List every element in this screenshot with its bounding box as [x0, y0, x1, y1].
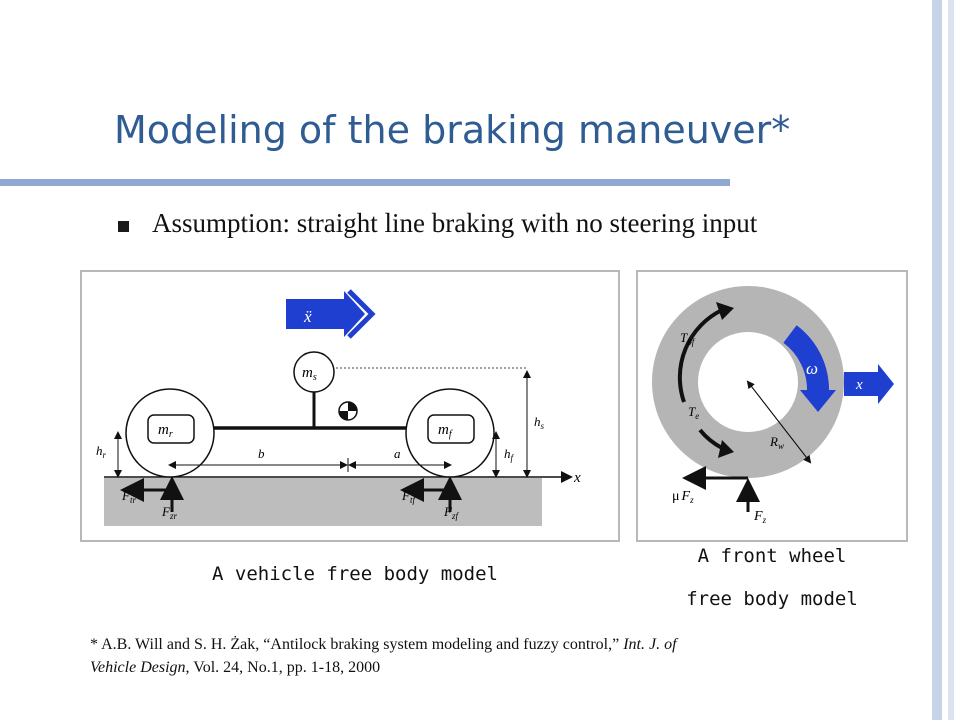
- footnote-line2: Vehicle Design, Vol. 24, No.1, pp. 1-18,…: [90, 659, 381, 676]
- svg-text:Fzf: Fzf: [443, 504, 459, 521]
- svg-text:μFz: μFz: [672, 489, 694, 505]
- svg-text:Tbf: Tbf: [680, 330, 696, 347]
- slide-title: Modeling of the braking maneuver*: [114, 108, 791, 152]
- svg-text:x: x: [855, 377, 863, 393]
- svg-text:Rw: Rw: [769, 434, 784, 451]
- x-axis-label: x: [573, 470, 581, 486]
- svg-text:ω: ω: [806, 359, 818, 378]
- svg-text:ẍ: ẍ: [303, 307, 312, 326]
- acceleration-arrow: ẍ: [286, 289, 376, 339]
- svg-text:Te: Te: [688, 404, 699, 421]
- bullet-marker: [118, 221, 129, 232]
- footnote: * A.B. Will and S. H. Żak, “Antilock bra…: [90, 633, 920, 679]
- angular-velocity-arrow: ω: [783, 325, 836, 412]
- svg-text:hr: hr: [96, 443, 107, 460]
- vehicle-figure-frame: x ẍ ms mr mf b a hr hf hs Ftr Fz: [80, 270, 620, 542]
- svg-text:Ftr: Ftr: [121, 488, 136, 505]
- svg-text:Fzr: Fzr: [161, 504, 177, 521]
- vehicle-figure-caption: A vehicle free body model: [212, 563, 498, 585]
- svg-text:mf: mf: [438, 422, 453, 440]
- vehicle-figure: x ẍ ms mr mf b a hr hf hs Ftr Fz: [96, 289, 581, 526]
- decor-bar: [932, 0, 942, 720]
- wheel-figure-caption-line1: A front wheel: [697, 545, 847, 567]
- title-underline: [0, 179, 730, 186]
- svg-text:a: a: [394, 446, 401, 461]
- decor-bar: [948, 0, 954, 720]
- rear-mass: [147, 414, 195, 444]
- wheel-figure-caption-line2: free body model: [686, 588, 858, 610]
- svg-text:Ftf: Ftf: [401, 488, 416, 505]
- svg-text:mr: mr: [158, 422, 173, 440]
- svg-text:hs: hs: [534, 414, 545, 431]
- svg-text:hf: hf: [504, 446, 515, 463]
- svg-text:Fz: Fz: [753, 509, 767, 525]
- direction-arrow: x: [844, 364, 894, 404]
- front-mass: [427, 414, 475, 444]
- svg-text:b: b: [258, 446, 265, 461]
- bullet-text: Assumption: straight line braking with n…: [152, 208, 758, 238]
- svg-text:ms: ms: [302, 365, 317, 383]
- center-of-gravity-icon: [338, 401, 358, 421]
- footnote-line1: * A.B. Will and S. H. Żak, “Antilock bra…: [90, 636, 677, 653]
